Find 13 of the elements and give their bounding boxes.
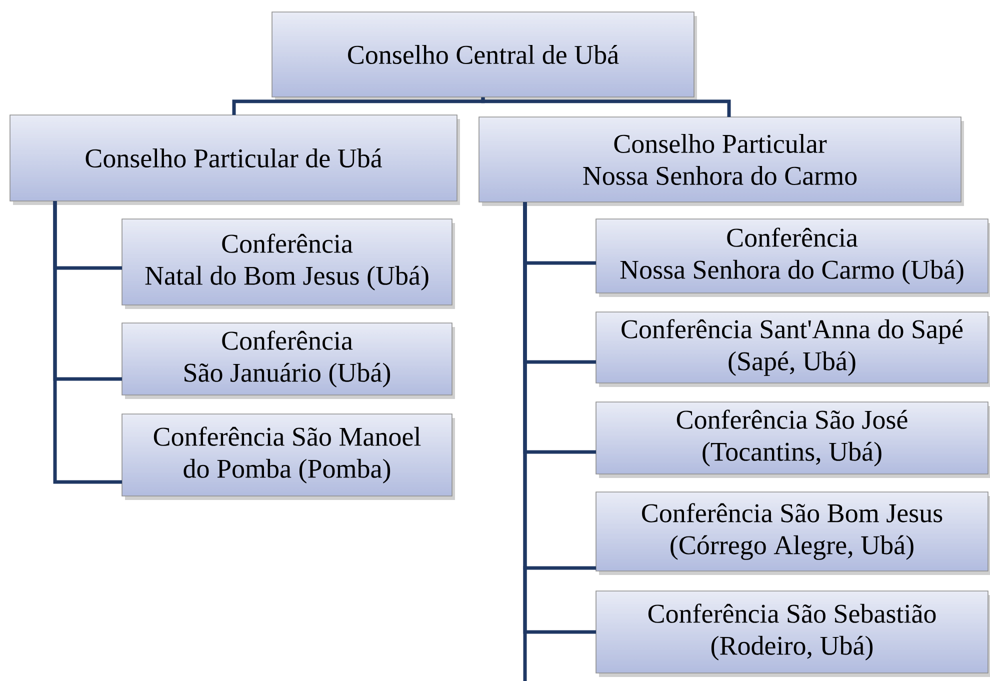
org-box: Conferência São Bom Jesus (Córrego Alegre, Ubá) xyxy=(596,492,990,575)
org-box: Conferência São Januário (Ubá) xyxy=(122,322,455,399)
org-box: Conferência Sant'Anna do Sapé (Sapé, Ubá) xyxy=(596,312,990,387)
org-box: Conferência São José (Tocantins, Ubá) xyxy=(596,402,990,478)
org-box: Conselho Central de Ubá xyxy=(272,12,697,101)
org-box: Conselho Particular de Ubá xyxy=(10,114,460,205)
org-box: Conselho Particular Nossa Senhora do Carmo xyxy=(478,116,964,206)
org-box: Conferência São Manoel do Pomba (Pomba) xyxy=(122,414,455,500)
connector-line xyxy=(481,97,731,117)
connector-line xyxy=(53,201,122,484)
org-box: Conferência São Sebastião (Rodeiro, Ubá) xyxy=(596,590,990,677)
org-box: Conferência Natal do Bom Jesus (Ubá) xyxy=(122,218,455,309)
org-box: Conferência Nossa Senhora do Carmo (Ubá) xyxy=(596,218,990,297)
